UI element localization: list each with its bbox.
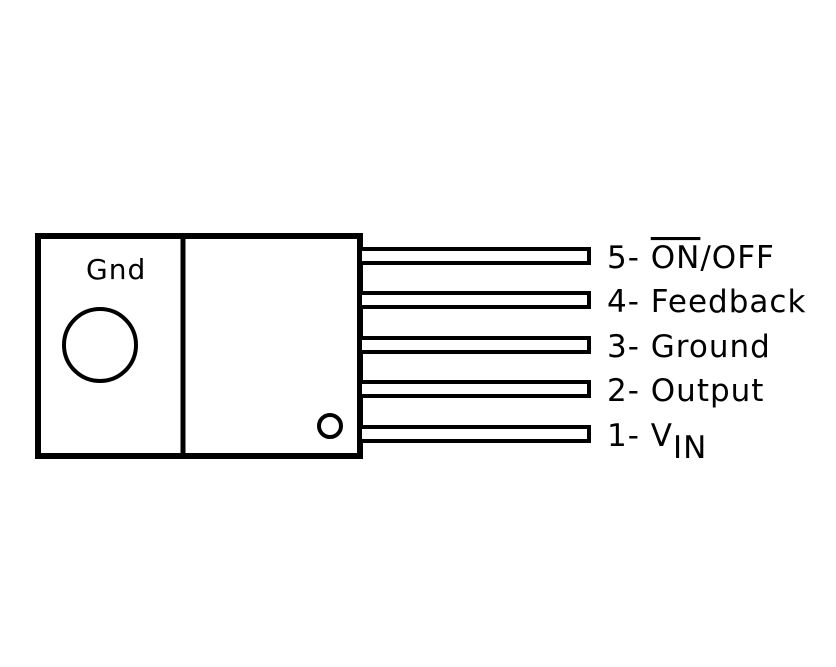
pin-number: 5- (607, 240, 651, 276)
pin-5-label: 5- ON/OFF (607, 240, 775, 276)
pin-number: 4- (607, 284, 651, 320)
pin1-indicator (317, 413, 343, 439)
pin-4-lead (358, 291, 591, 309)
pin-2-lead (358, 380, 591, 398)
pin-3-lead (358, 336, 591, 354)
pin-number: 2- (607, 373, 651, 409)
pin-name: V (651, 418, 673, 454)
pin-name-subscript: IN (673, 430, 707, 466)
pin-name: Output (651, 373, 765, 409)
pin-name: /OFF (700, 240, 775, 276)
pin-name: Feedback (651, 284, 807, 320)
tab-label: Gnd (86, 253, 146, 286)
pin-name-overlined: ON (651, 240, 701, 276)
pin-name: Ground (651, 329, 771, 365)
pin-2-label: 2- Output (607, 373, 764, 409)
pin-3-label: 3- Ground (607, 329, 771, 365)
pin-5-lead (358, 247, 591, 265)
mounting-hole (62, 307, 138, 383)
pin-4-label: 4- Feedback (607, 284, 806, 320)
pin-1-lead (358, 425, 591, 443)
pin-leads (358, 247, 591, 443)
pin-number: 1- (607, 418, 651, 454)
pin-number: 3- (607, 329, 651, 365)
pin-1-label: 1- VIN (607, 418, 707, 466)
